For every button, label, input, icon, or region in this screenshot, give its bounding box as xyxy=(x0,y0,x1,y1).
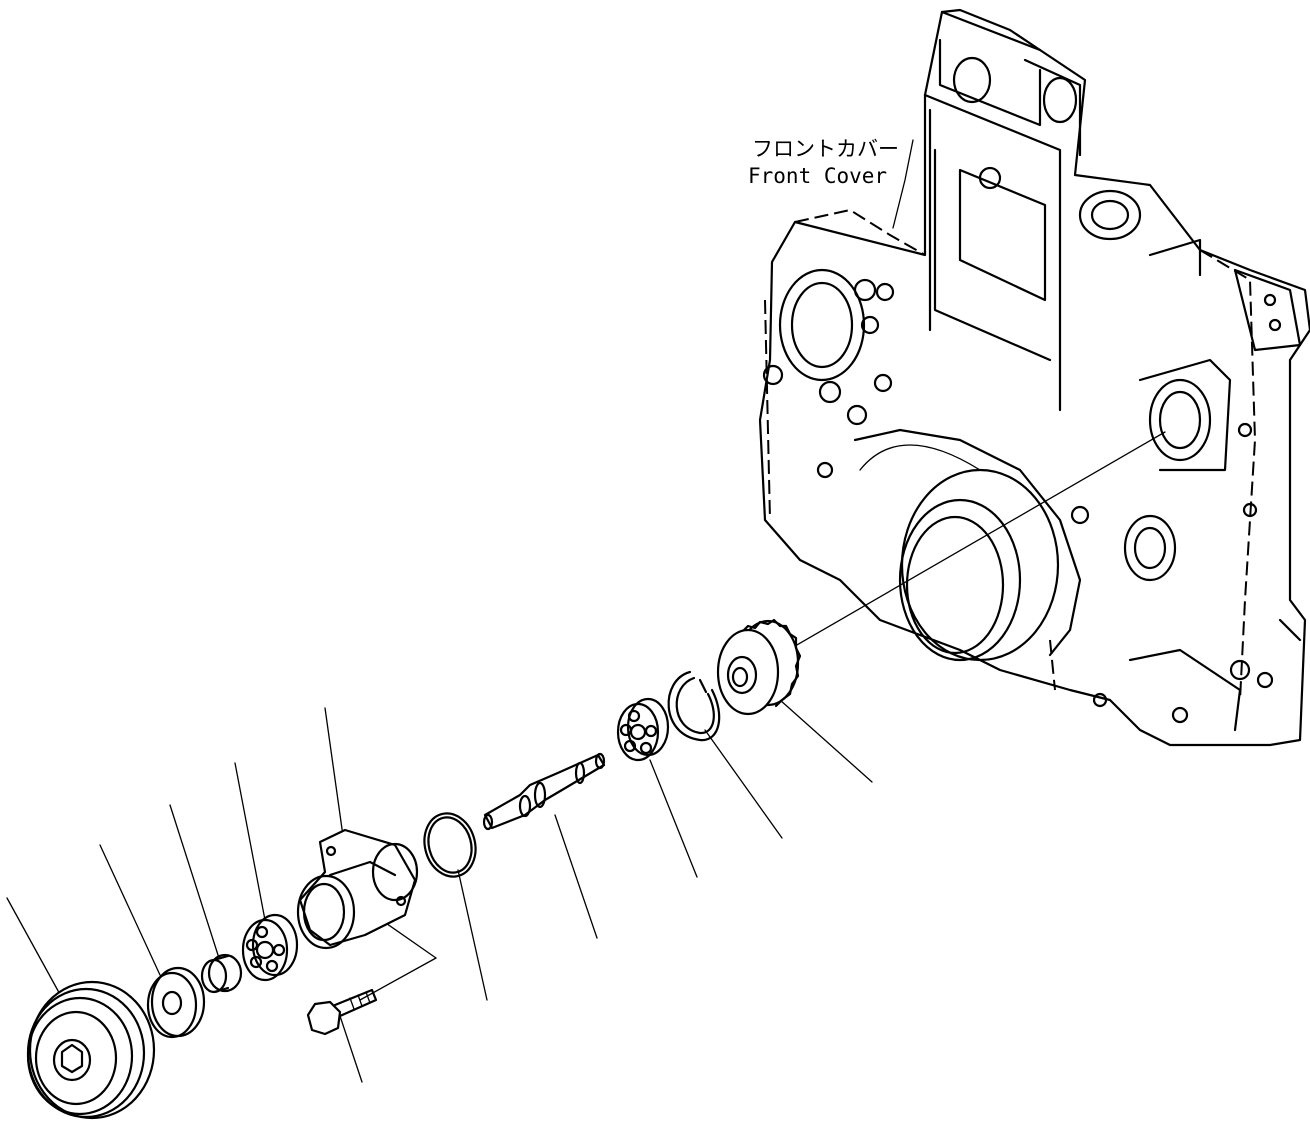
roller-bearing-2 xyxy=(616,697,670,762)
crank-pulley xyxy=(26,980,156,1120)
idler-gear xyxy=(716,618,802,716)
bushing xyxy=(200,953,243,994)
snap-ring xyxy=(667,670,721,742)
callout-label-ja: フロントカバー xyxy=(752,137,899,161)
idler-housing xyxy=(296,828,419,950)
roller-bearing xyxy=(241,913,299,982)
front-cover-callout: フロントカバー Front Cover xyxy=(748,137,914,229)
idler-shaft xyxy=(482,752,606,831)
o-ring xyxy=(423,812,477,878)
front-cover xyxy=(758,8,1310,747)
thrust-washer xyxy=(146,966,206,1039)
callout-leader-line xyxy=(892,139,914,229)
flange-bolt xyxy=(306,988,378,1036)
callout-label-en: Front Cover xyxy=(748,164,887,188)
leader-lines xyxy=(6,431,1166,1083)
